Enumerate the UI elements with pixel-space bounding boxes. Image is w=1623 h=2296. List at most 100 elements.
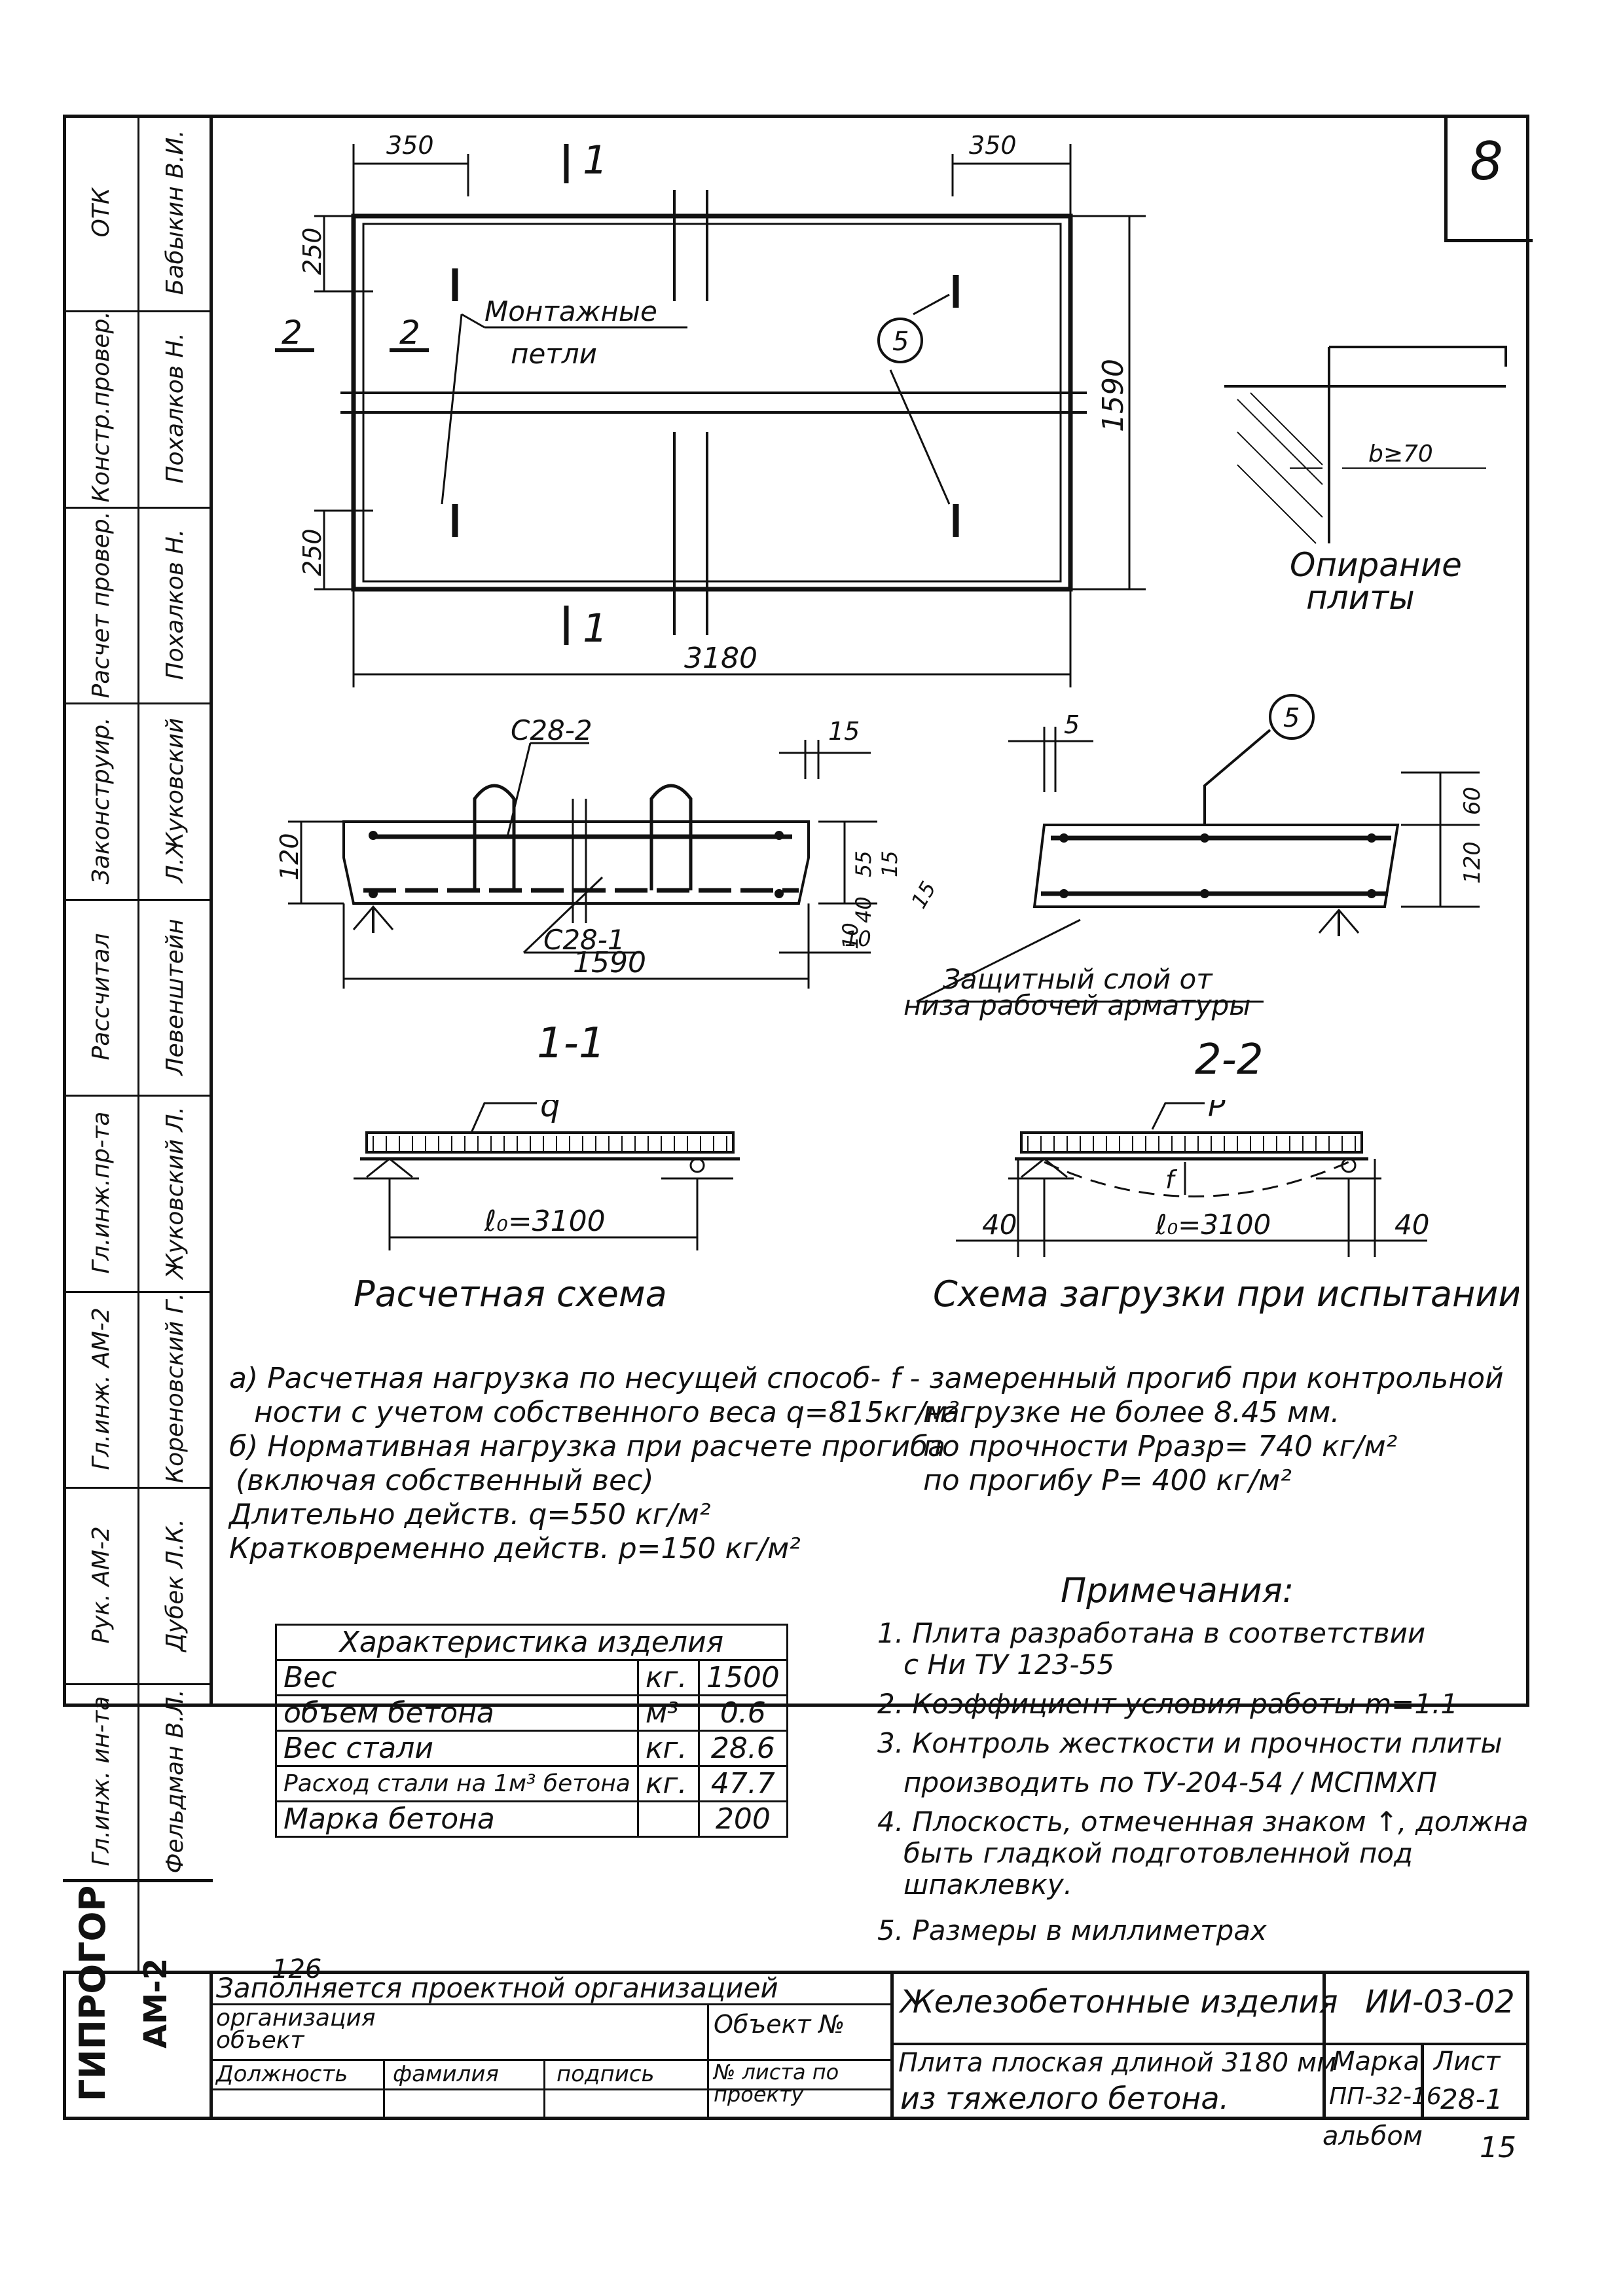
loops-label-1: Монтажные bbox=[484, 295, 657, 327]
calc-title: Расчетная схема bbox=[354, 1273, 667, 1315]
table-cell-name: Вес стали bbox=[275, 1730, 639, 1767]
sheet-no-label: № листа по проекту bbox=[714, 2060, 839, 2107]
test-note-line: нагрузке не более 8.45 мм. bbox=[923, 1396, 1340, 1429]
page-ref: 126 bbox=[272, 1954, 322, 1984]
test-left: 40 bbox=[982, 1209, 1017, 1241]
protective-layer-2: низа рабочей арматуры bbox=[903, 989, 1250, 1021]
section-1-bottom: 1 bbox=[583, 606, 608, 651]
note-line: 2. Коэффициент условия работы m=1.1 bbox=[877, 1688, 1459, 1720]
protective-layer-1: Защитный слой от bbox=[943, 963, 1213, 995]
section-2-2-dim-60: 60 bbox=[1459, 787, 1486, 815]
table-cell-value: 28.6 bbox=[697, 1730, 788, 1767]
side-stamp-inner bbox=[137, 115, 139, 1971]
description-2: из тяжелого бетона. bbox=[900, 2081, 1230, 2116]
sheet-value: 28-1 bbox=[1440, 2083, 1503, 2115]
table-cell-name: Вес bbox=[275, 1659, 639, 1696]
test-deflection: f bbox=[1165, 1165, 1178, 1194]
section-2-2-dim-15: 15 bbox=[906, 877, 941, 913]
stamp-name: Л.Жуковский bbox=[162, 718, 189, 884]
album-label: альбом bbox=[1322, 2121, 1423, 2151]
product-type: Железобетонные изделия bbox=[900, 1984, 1338, 2020]
table-cell-unit: кг. bbox=[636, 1730, 700, 1767]
surname-label: фамилия bbox=[393, 2061, 499, 2087]
signature-label: подпись bbox=[556, 2061, 655, 2087]
test-right: 40 bbox=[1395, 1209, 1429, 1241]
table-cell-value: 200 bbox=[697, 1800, 788, 1838]
support-title-1: Опирание bbox=[1290, 546, 1462, 584]
stamp-name: Кореновский Г. bbox=[162, 1292, 189, 1484]
note-line: с Ни ТУ 123-55 bbox=[903, 1649, 1115, 1681]
stamp-name: Левенштейн bbox=[162, 918, 189, 1076]
section-1-1-dim-10a: 10 bbox=[845, 926, 871, 951]
characteristics-table: Характеристика изделия Вес кг. 1500 объе… bbox=[275, 1624, 788, 1838]
object-no-label: Объект № bbox=[714, 2010, 845, 2039]
support-title-2: плиты bbox=[1306, 579, 1415, 617]
section-2-2: 5 5 15 60 120 Защитный слой от низа рабо… bbox=[903, 694, 1486, 1084]
title-block bbox=[63, 1971, 1529, 2120]
stamp-name: Похалков Н. bbox=[162, 333, 189, 484]
test-notes: f - замеренный прогиб при контрольной на… bbox=[890, 1362, 1504, 1498]
section-2-2-title: 2-2 bbox=[1195, 1036, 1264, 1084]
mark-value: ПП-32-16 bbox=[1329, 2083, 1442, 2110]
table-title: Характеристика изделия bbox=[275, 1624, 788, 1661]
test-scheme: P f ℓ₀=3100 40 40 Схема загрузки при исп… bbox=[933, 1100, 1519, 1315]
load-line: Кратковременно действ. p=150 кг/м² bbox=[229, 1532, 801, 1565]
table-cell-name: объем бетона bbox=[275, 1694, 639, 1732]
org-sub: АМ-2 bbox=[137, 1958, 174, 2049]
section-1-1-bar-top: С28-2 bbox=[511, 714, 593, 746]
stamp-role: Законструир. bbox=[88, 717, 115, 884]
dim-right-top: 350 bbox=[969, 131, 1017, 160]
loops-label-2: петли bbox=[511, 338, 597, 370]
table-row: объем бетона м³ 0.6 bbox=[275, 1694, 788, 1732]
sheet-number: 8 bbox=[1470, 131, 1503, 192]
support-dim: b≥70 bbox=[1368, 441, 1433, 467]
note-line: 1. Плита разработана в соответствии bbox=[877, 1617, 1426, 1649]
section-1-1-width: 1590 bbox=[573, 946, 646, 979]
table-cell-name: Расход стали на 1м³ бетона bbox=[275, 1765, 639, 1802]
plan-view: 350 350 1 1 250 250 1590 3180 2 2 Монтаж… bbox=[275, 131, 1146, 687]
load-line: Длительно действ. q=550 кг/м² bbox=[229, 1498, 711, 1531]
object-label: объект bbox=[216, 2027, 304, 2054]
filled-by: Заполняется проектной организацией bbox=[216, 1972, 778, 2004]
section-1-1-dim-40: 40 bbox=[851, 896, 876, 923]
table-row: Вес кг. 1500 bbox=[275, 1659, 788, 1696]
note-line: 3. Контроль жесткости и прочности плиты bbox=[877, 1727, 1503, 1759]
stamp-name: Дубек Л.К. bbox=[162, 1518, 189, 1652]
stamp-name: Похалков Н. bbox=[162, 529, 189, 680]
stamp-role: ОТК bbox=[88, 187, 115, 238]
table-cell-value: 47.7 bbox=[697, 1765, 788, 1802]
calc-span: ℓ₀=3100 bbox=[484, 1205, 606, 1238]
section-1-top: 1 bbox=[583, 137, 608, 183]
table-cell-unit: м³ bbox=[636, 1694, 700, 1732]
stamp-role: Расчет провер. bbox=[88, 511, 115, 699]
dim-side-bottom: 250 bbox=[298, 528, 327, 576]
description-1: Плита плоская длиной 3180 мм bbox=[898, 2048, 1337, 2078]
sheet-label: Лист bbox=[1434, 2047, 1501, 2077]
note-line: 5. Размеры в миллиметрах bbox=[877, 1914, 1267, 1946]
dim-left-top: 350 bbox=[386, 131, 434, 160]
stamp-column-divider bbox=[210, 115, 213, 1707]
section-1-1-dim-15a: 15 bbox=[828, 717, 860, 746]
table-cell-value: 1500 bbox=[697, 1659, 788, 1696]
dim-side-top: 250 bbox=[298, 227, 327, 275]
album-no: 15 bbox=[1480, 2131, 1516, 2164]
section-2-2-dim-5: 5 bbox=[1064, 710, 1080, 739]
loop-mark: 5 bbox=[892, 327, 909, 357]
org-name: ГИПРОГОР bbox=[72, 1885, 113, 2102]
table-row: Марка бетона 200 bbox=[275, 1800, 788, 1838]
stamp-role: Констр.провер. bbox=[88, 311, 115, 503]
section-1-1-bar-bottom: С28-1 bbox=[543, 924, 625, 956]
notes-list: 1. Плита разработана в соответствии с Ни… bbox=[877, 1614, 1528, 1950]
note-line: производить по ТУ-204-54 / МСПМХП bbox=[903, 1766, 1438, 1798]
calc-scheme: q ℓ₀=3100 Расчетная схема bbox=[354, 1100, 740, 1315]
position-label: Должность bbox=[216, 2061, 348, 2087]
drawing-frame bbox=[63, 115, 1529, 1707]
notes-title: Примечания: bbox=[1061, 1571, 1294, 1611]
stamp-role: Рук. АМ-2 bbox=[88, 1526, 115, 1644]
load-line: б) Нормативная нагрузка при расчете прог… bbox=[229, 1430, 946, 1463]
test-note-line: f - замеренный прогиб при контрольной bbox=[890, 1362, 1504, 1395]
dim-height: 1590 bbox=[1097, 359, 1130, 432]
table-row: Расход стали на 1м³ бетона кг. 47.7 bbox=[275, 1765, 788, 1802]
stamp-name: Жуковский Л. bbox=[162, 1106, 189, 1279]
series: ИИ-03-02 bbox=[1365, 1984, 1515, 2020]
